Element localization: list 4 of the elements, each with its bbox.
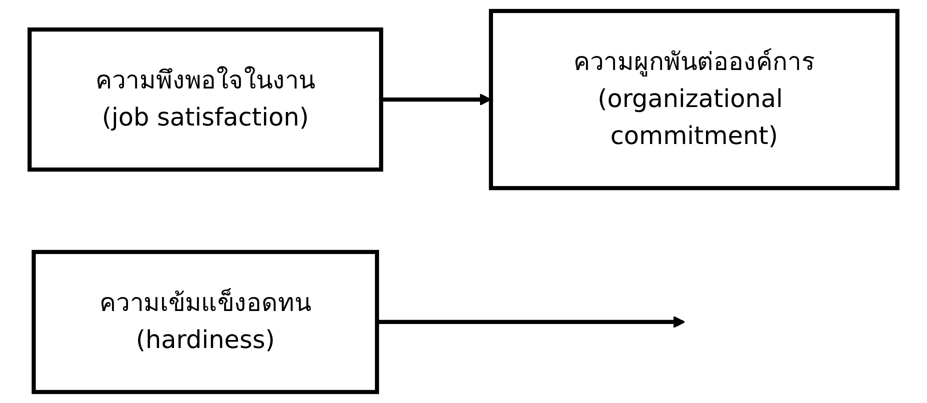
- arrow: [377, 316, 686, 328]
- node-box: ความเข้มแข็งอดทน (hardiness): [32, 250, 380, 394]
- node-box: ความผูกพันต่อองค์การ (organizational commitment): [488, 8, 900, 190]
- node-box: ความพึงพอใจในงาน (job satisfaction): [28, 27, 384, 172]
